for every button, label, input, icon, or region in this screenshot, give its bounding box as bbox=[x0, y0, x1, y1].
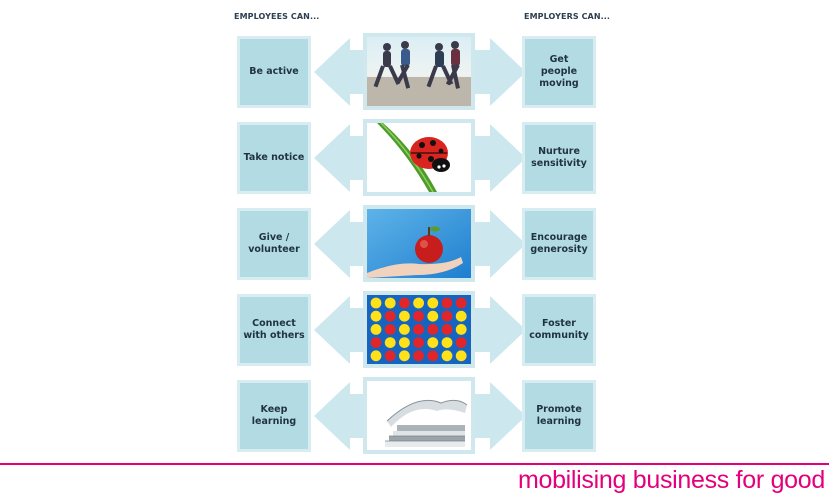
row-connect-with-others: Connect with others Foster community bbox=[0, 290, 829, 370]
employer-action-box: Encourage generosity bbox=[522, 208, 596, 280]
row-be-active: Be active Get people moving bbox=[0, 32, 829, 112]
row-take-notice: Take notice Nurture sensitivity bbox=[0, 118, 829, 198]
row-keep-learning: Keep learning Promote learning bbox=[0, 376, 829, 456]
runners-image bbox=[363, 33, 475, 110]
employees-column-header: EMPLOYEES CAN... bbox=[234, 12, 320, 21]
employer-action-box: Get people moving bbox=[522, 36, 596, 108]
ladybird-image bbox=[363, 119, 475, 196]
row-give-volunteer: Give / volunteer Encourage generosity bbox=[0, 204, 829, 284]
employee-action-box: Keep learning bbox=[237, 380, 311, 452]
employee-action-box: Take notice bbox=[237, 122, 311, 194]
apple-in-hand-image bbox=[363, 205, 475, 282]
employer-action-box: Promote learning bbox=[522, 380, 596, 452]
employer-action-box: Nurture sensitivity bbox=[522, 122, 596, 194]
employee-action-box: Connect with others bbox=[237, 294, 311, 366]
employers-column-header: EMPLOYERS CAN... bbox=[524, 12, 611, 21]
footer-divider bbox=[0, 463, 829, 465]
tagline: mobilising business for good bbox=[517, 466, 825, 494]
employee-action-box: Be active bbox=[237, 36, 311, 108]
employer-action-box: Foster community bbox=[522, 294, 596, 366]
employee-action-box: Give / volunteer bbox=[237, 208, 311, 280]
open-book-stack-image bbox=[363, 377, 475, 454]
connect-four-grid-image bbox=[363, 291, 475, 368]
